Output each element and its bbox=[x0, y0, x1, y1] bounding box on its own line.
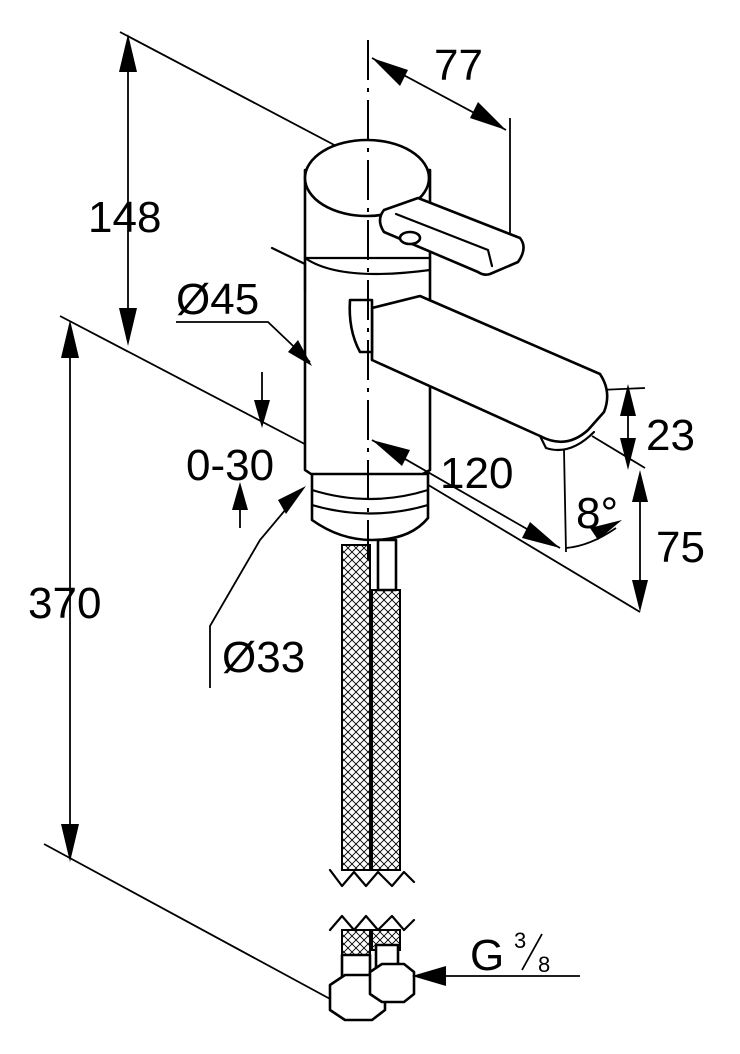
spout bbox=[348, 294, 609, 452]
label-thread-numerator: 3 bbox=[514, 928, 526, 953]
label-75: 75 bbox=[656, 523, 705, 572]
label-120: 120 bbox=[440, 449, 513, 498]
supply-hoses bbox=[328, 544, 416, 961]
hose-fittings bbox=[328, 943, 416, 1022]
label-diameter-33: Ø33 bbox=[222, 633, 305, 682]
label-23: 23 bbox=[646, 411, 695, 460]
label-mount-range: 0-30 bbox=[186, 441, 274, 490]
label-thread-g: G bbox=[470, 931, 504, 980]
dimension-arrows bbox=[61, 34, 648, 986]
label-148: 148 bbox=[88, 193, 161, 242]
lever-handle bbox=[378, 196, 525, 276]
extension-lines bbox=[43, 31, 646, 1001]
label-77: 77 bbox=[434, 41, 483, 90]
label-diameter-45: Ø45 bbox=[176, 275, 259, 324]
label-370: 370 bbox=[28, 579, 101, 628]
label-8-degree: 8° bbox=[576, 489, 618, 538]
faucet-body bbox=[270, 138, 432, 592]
dimension-labels: 148 77 Ø45 0-30 370 Ø33 120 23 75 8° G 3… bbox=[28, 41, 705, 980]
label-thread-denominator: 8 bbox=[538, 952, 550, 977]
